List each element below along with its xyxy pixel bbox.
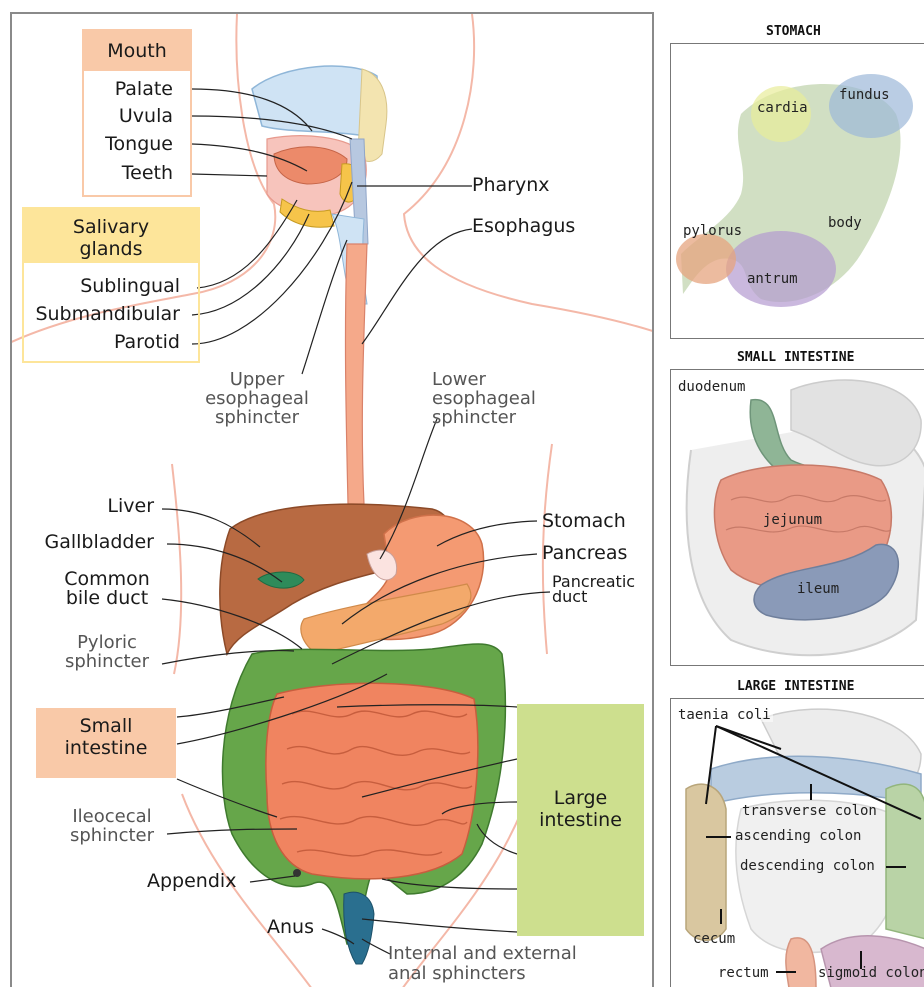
label-parotid: Parotid	[114, 333, 180, 352]
esophagus-shape	[345, 244, 367, 504]
label-descending-colon: descending colon	[740, 859, 875, 873]
label-liver: Liver	[107, 497, 154, 516]
label-common-bile-duct: Common bile duct	[52, 570, 162, 607]
large-intestine-panel-title: LARGE INTESTINE	[737, 679, 854, 694]
label-duodenum: duodenum	[676, 380, 747, 394]
small-intestine-background	[736, 800, 902, 952]
label-ileocecal-sphincter: Ileocecal sphincter	[52, 808, 172, 846]
label-pancreatic-duct: Pancreatic duct	[552, 574, 652, 604]
small-intestine-panel: duodenum jejunum ileum	[670, 369, 924, 666]
label-body: body	[828, 216, 862, 230]
label-jejunum: jejunum	[763, 513, 822, 527]
label-pylorus: pylorus	[683, 224, 742, 238]
label-pharynx: Pharynx	[472, 176, 549, 195]
stomach-junction	[367, 550, 397, 580]
label-esophagus: Esophagus	[472, 217, 575, 236]
label-antrum: antrum	[747, 272, 798, 286]
digestive-system-diagram: Mouth Palate Uvula Tongue Teeth Salivary…	[10, 12, 654, 987]
label-upper-esophageal-sphincter: Upper esophageal sphincter	[182, 371, 332, 428]
label-stomach: Stomach	[542, 512, 626, 531]
label-appendix: Appendix	[147, 872, 236, 891]
label-transverse-colon: transverse colon	[742, 804, 877, 818]
label-anal-sphincters: Internal and external anal sphincters	[388, 944, 618, 984]
label-cardia: cardia	[757, 101, 808, 115]
label-pyloric-sphincter: Pyloric sphincter	[52, 634, 162, 672]
label-submandibular: Submandibular	[35, 305, 180, 324]
stomach-panel-title: STOMACH	[766, 24, 821, 39]
large-intestine-label: Large intestine	[517, 788, 644, 832]
rectum-shape	[344, 892, 374, 964]
pylorus-region	[676, 234, 736, 284]
label-anus: Anus	[267, 918, 314, 937]
label-sublingual: Sublingual	[80, 277, 180, 296]
label-pancreas: Pancreas	[542, 544, 627, 563]
label-gallbladder: Gallbladder	[44, 533, 154, 552]
small-intestine-label: Small intestine	[36, 716, 176, 760]
label-palate: Palate	[115, 80, 173, 99]
small-intestine-panel-title: SMALL INTESTINE	[737, 350, 854, 365]
label-lower-esophageal-sphincter: Lower esophageal sphincter	[432, 371, 562, 428]
salivary-header: Salivary glands	[24, 209, 198, 263]
fundus-region	[829, 74, 913, 138]
mouth-header: Mouth	[84, 31, 190, 71]
label-ascending-colon: ascending colon	[735, 829, 861, 843]
label-ileum: ileum	[797, 582, 839, 596]
label-rectum: rectum	[718, 966, 769, 980]
label-cecum: cecum	[693, 932, 735, 946]
descending-colon-shape	[886, 784, 924, 939]
stomach-panel: cardia fundus body pylorus antrum	[670, 43, 924, 339]
label-fundus: fundus	[839, 88, 890, 102]
large-intestine-panel: taenia coli transverse colon ascending c…	[670, 698, 924, 987]
label-tongue: Tongue	[105, 135, 173, 154]
label-sigmoid-colon: sigmoid colon	[818, 966, 924, 980]
small-intestine-label-box: Small intestine	[36, 708, 176, 778]
label-uvula: Uvula	[119, 107, 173, 126]
antrum-region	[726, 231, 836, 307]
large-intestine-label-box: Large intestine	[517, 704, 644, 936]
label-teeth: Teeth	[122, 164, 173, 183]
label-taenia-coli: taenia coli	[676, 708, 773, 722]
